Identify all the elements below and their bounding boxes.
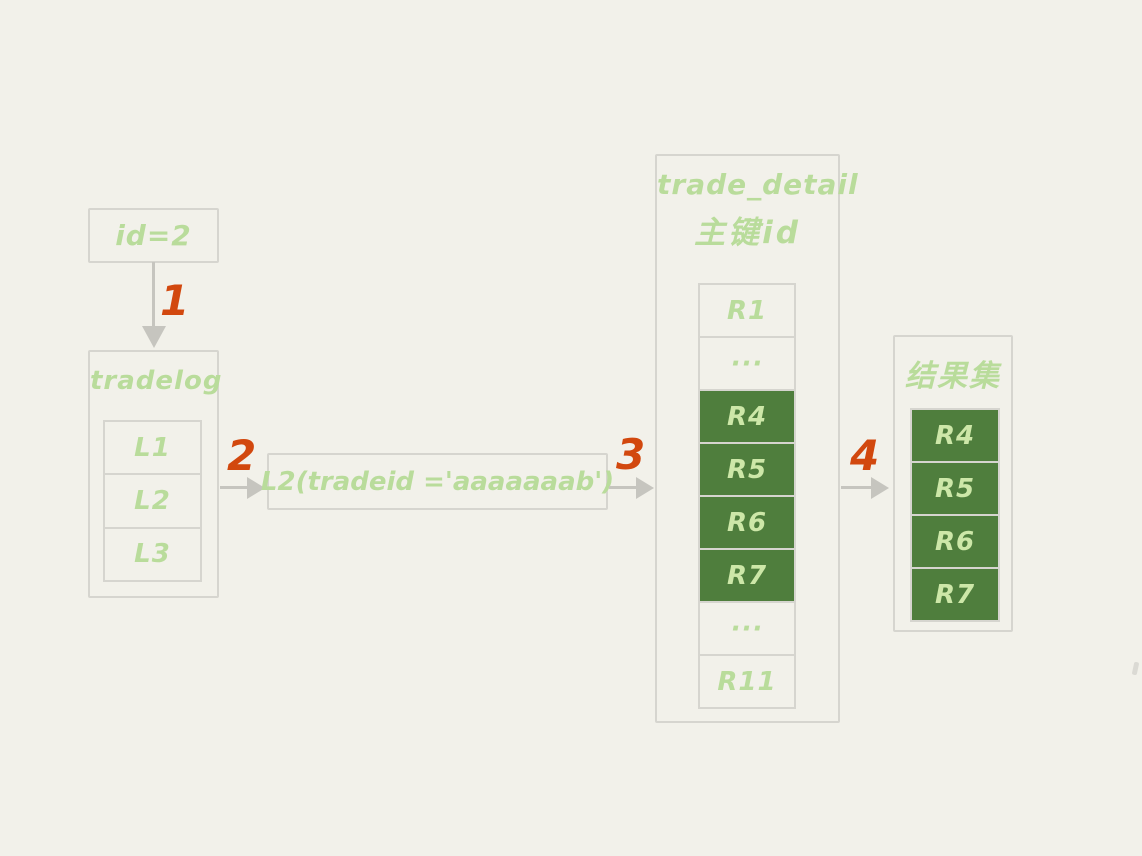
arrow-1-line <box>152 262 155 330</box>
step-2-label: 2 <box>227 431 257 480</box>
arrow-4-head-icon <box>871 477 889 499</box>
tradelog-row: L1 <box>105 422 200 476</box>
trade-detail-row: R6 <box>700 497 794 550</box>
tradelog-row: L3 <box>134 539 171 570</box>
arrow-3-line <box>609 486 637 489</box>
trade-detail-row: R7 <box>700 550 794 603</box>
arrow-1-head-icon <box>142 326 166 348</box>
result-set-row: R7 <box>912 569 998 620</box>
step-4-label: 4 <box>850 431 880 480</box>
id-value-label: id=2 <box>115 219 192 252</box>
stray-pen-mark <box>1131 661 1140 676</box>
trade-detail-row: ··· <box>700 603 794 656</box>
step-3-label: 3 <box>616 430 646 479</box>
trade-detail-title: trade_detail <box>657 168 859 201</box>
trade-detail-row: ··· <box>700 338 794 391</box>
trade-detail-row: R1 <box>700 285 794 338</box>
result-set-row: R5 <box>912 463 998 516</box>
trade-detail-row: R11 <box>717 666 777 697</box>
trade-detail-row: R5 <box>700 444 794 497</box>
arrow-4-line <box>841 486 872 489</box>
result-set-row: R6 <box>912 516 998 569</box>
step-1-label: 1 <box>160 276 190 325</box>
trade-detail-row: R4 <box>700 391 794 444</box>
query-box: L2(tradeid ='aaaaaaab') <box>261 453 614 510</box>
arrow-3-head-icon <box>636 477 654 499</box>
tradelog-row: L2 <box>105 475 200 529</box>
arrow-2-head-icon <box>247 477 265 499</box>
arrow-2-line <box>220 486 248 489</box>
query-label: L2(tradeid ='aaaaaaab') <box>260 466 615 497</box>
trade-detail-subtitle: 主键id <box>694 215 801 251</box>
tradelog-title: tradelog <box>90 366 223 396</box>
id-value-box: id=2 <box>88 208 219 263</box>
result-set-row: R4 <box>912 410 998 463</box>
result-set-title: 结果集 <box>905 359 1001 394</box>
